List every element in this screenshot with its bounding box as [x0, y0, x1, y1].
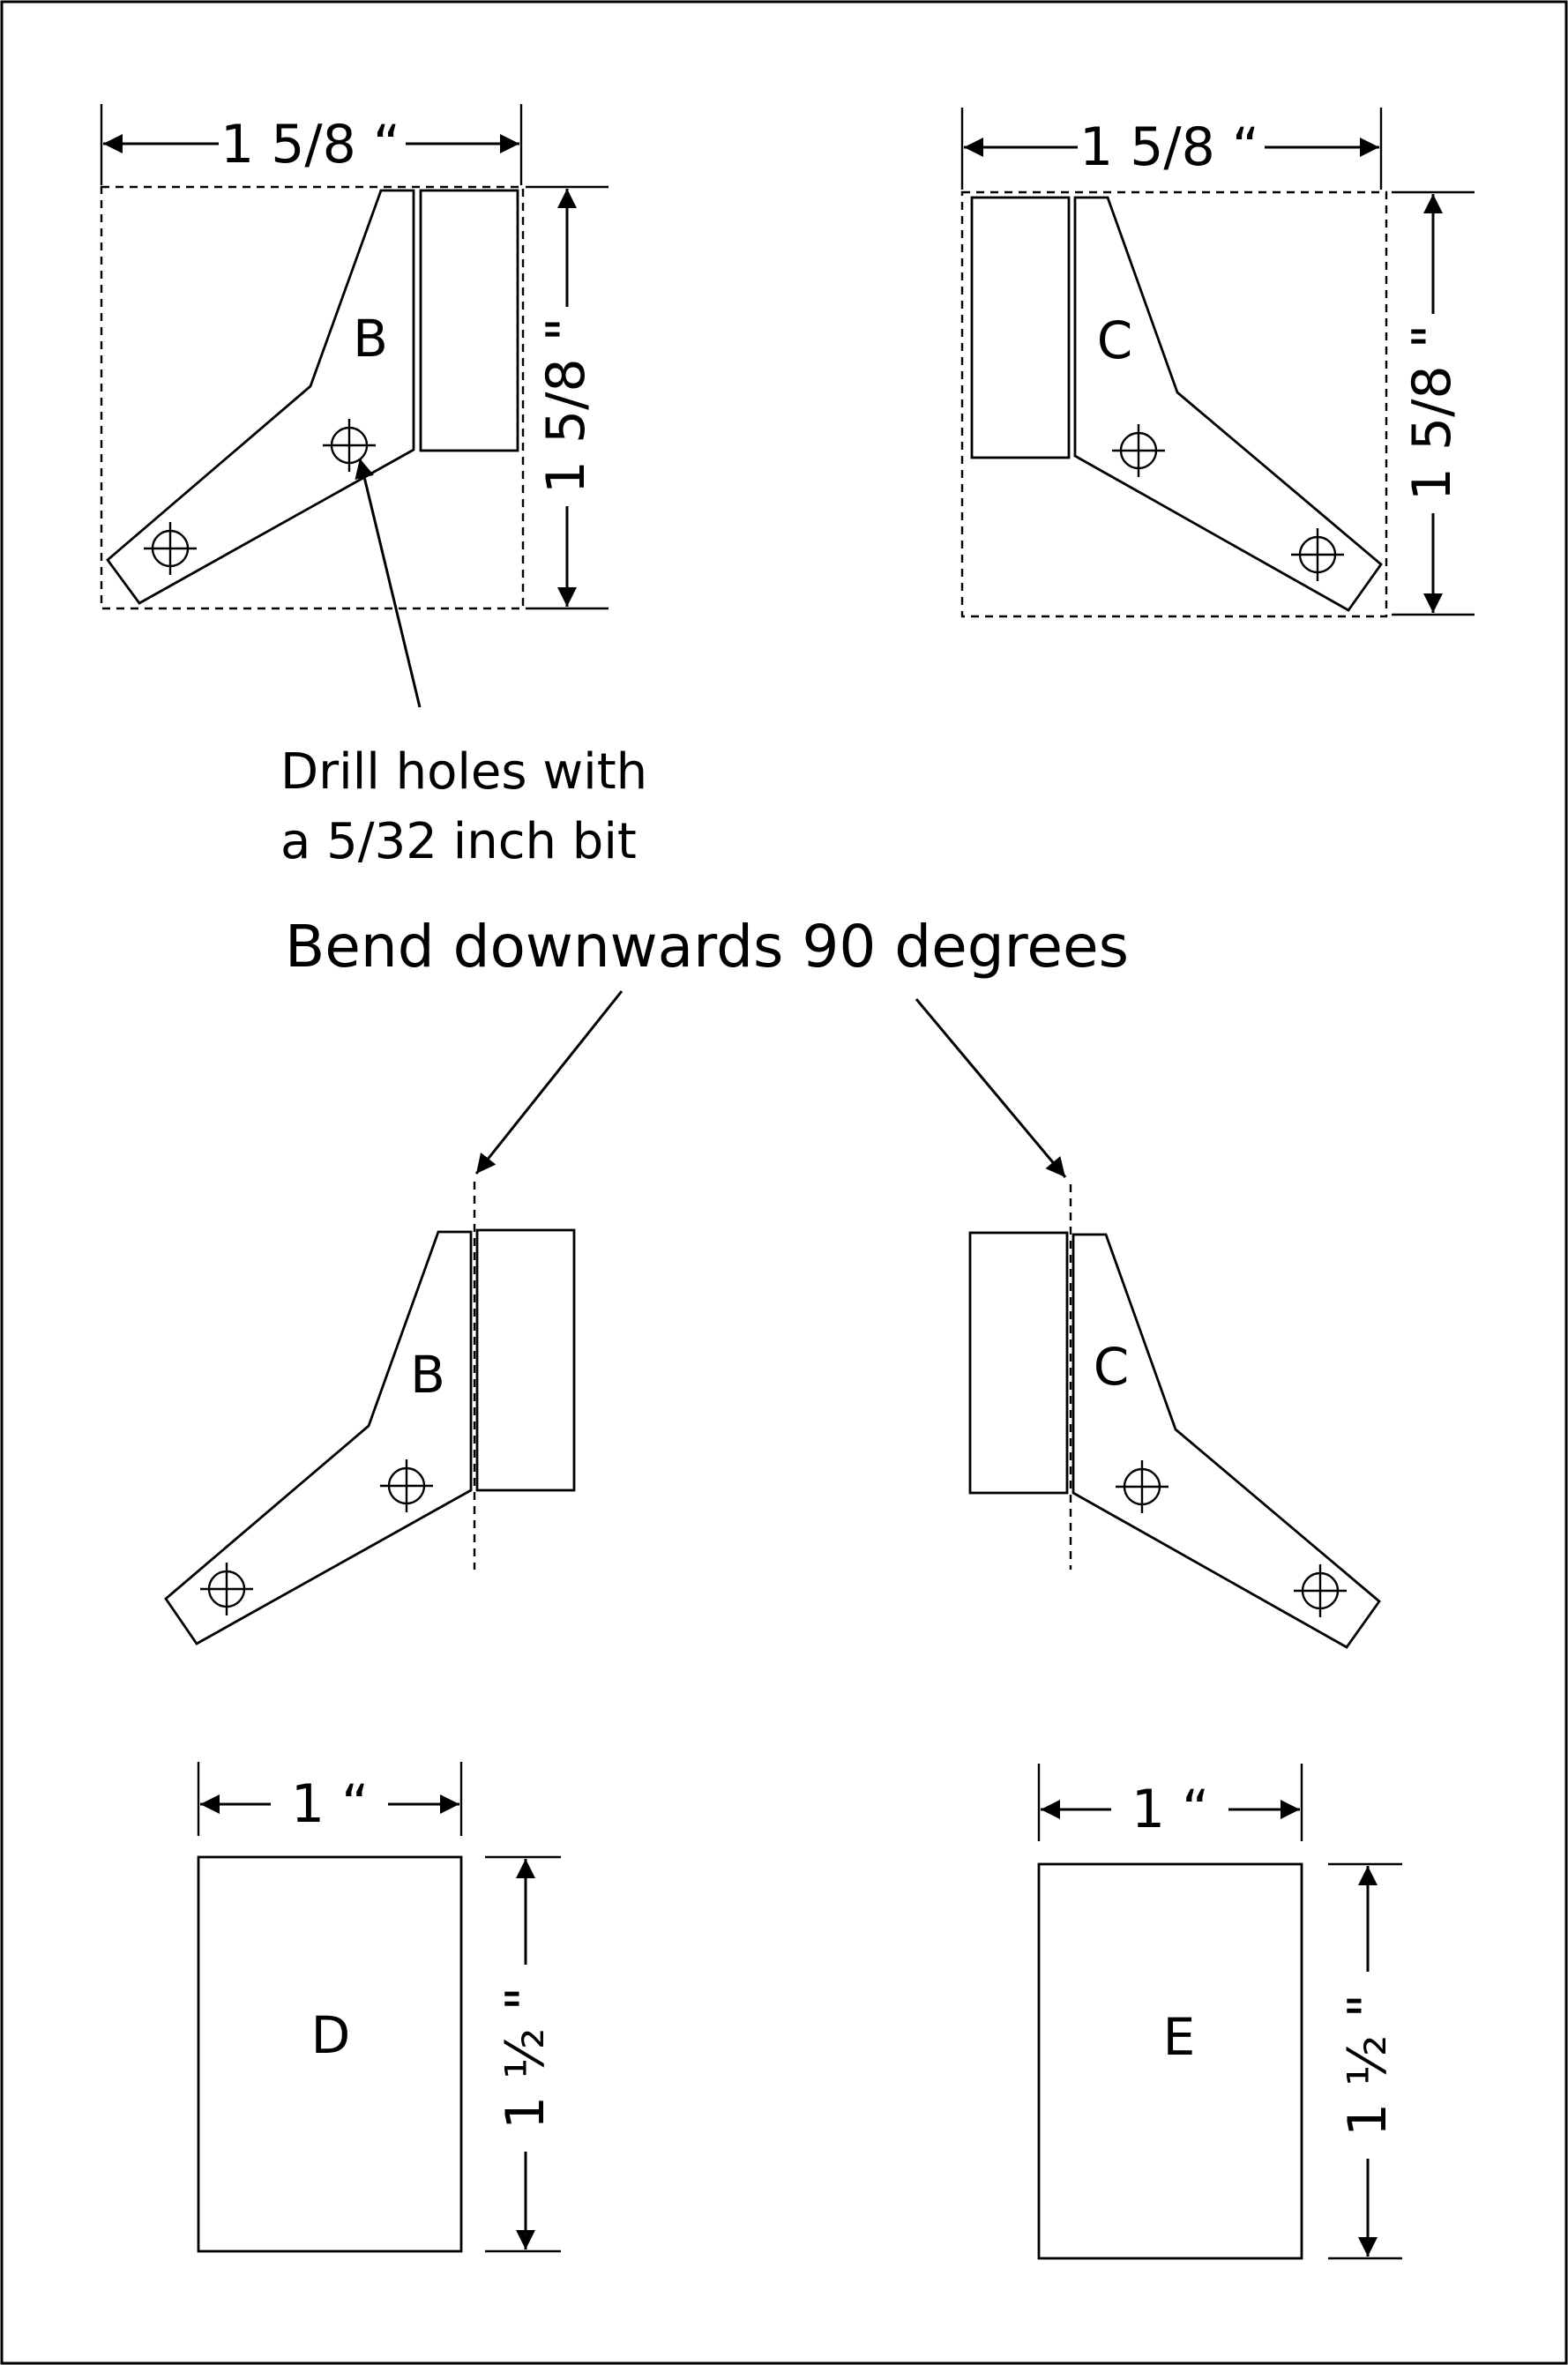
part-b-bent: B [164, 1182, 576, 1645]
bend-note: Bend downwards 90 degrees [285, 913, 1129, 1178]
dim-width-c: 1 5/8 “ [1079, 116, 1259, 178]
bend-note-text: Bend downwards 90 degrees [285, 913, 1129, 981]
drill-hole-icon [1291, 528, 1344, 581]
dim-height-e: 1 ½ " [1337, 1994, 1399, 2137]
part-label-e: E [1163, 2007, 1196, 2067]
drill-hole-icon [144, 522, 197, 575]
bracket-arm-b [106, 189, 415, 605]
blank-outline-b [100, 185, 525, 610]
part-d: D 1 “ 1 ½ " [197, 1762, 561, 2253]
bend-leader-arrow-right [915, 998, 1067, 1178]
part-label-d: D [311, 2005, 351, 2065]
tab-b [419, 189, 519, 452]
part-label-c: C [1097, 310, 1133, 370]
part-c-bent: C [968, 1184, 1381, 1649]
blank-outline-c [960, 190, 1388, 618]
tab-b-bent [475, 1228, 576, 1492]
dim-height-c: 1 5/8 " [1401, 325, 1463, 501]
drill-hole-icon [323, 419, 376, 472]
drill-note: Drill holes with a 5/32 inch bit [280, 458, 647, 870]
part-b-blank: B 1 5/8 “ 1 5/8 " [100, 104, 609, 610]
tab-c-bent [968, 1231, 1069, 1495]
bracket-arm-c [1073, 196, 1383, 612]
dim-width-b: 1 5/8 “ [220, 114, 400, 175]
drill-note-line2: a 5/32 inch bit [280, 813, 637, 870]
part-c-blank: C 1 5/8 “ 1 5/8 " [960, 108, 1475, 618]
drill-hole-icon [200, 1563, 253, 1615]
part-label-c-bent: C [1094, 1337, 1130, 1397]
drill-hole-icon [1294, 1564, 1347, 1617]
drill-note-line1: Drill holes with [280, 743, 647, 801]
plate-e [1037, 1862, 1303, 2260]
tab-c [970, 196, 1071, 459]
dim-width-d: 1 “ [291, 1773, 369, 1835]
drill-hole-icon [1116, 1460, 1169, 1513]
dim-width-e: 1 “ [1131, 1779, 1209, 1840]
dim-height-d: 1 ½ " [495, 1987, 556, 2130]
plate-d [197, 1855, 463, 2253]
part-label-b: B [353, 309, 388, 369]
drill-hole-icon [380, 1459, 433, 1512]
part-label-b-bent: B [410, 1345, 445, 1405]
drill-leader-arrow [355, 458, 422, 708]
drill-hole-icon [1112, 424, 1165, 477]
part-e: E 1 “ 1 ½ " [1037, 1764, 1402, 2260]
bend-leader-arrow-left [474, 990, 623, 1175]
bracket-arm-b-bent [164, 1230, 473, 1645]
dim-height-b: 1 5/8 " [535, 317, 597, 494]
bracket-arm-c-bent [1071, 1233, 1381, 1649]
